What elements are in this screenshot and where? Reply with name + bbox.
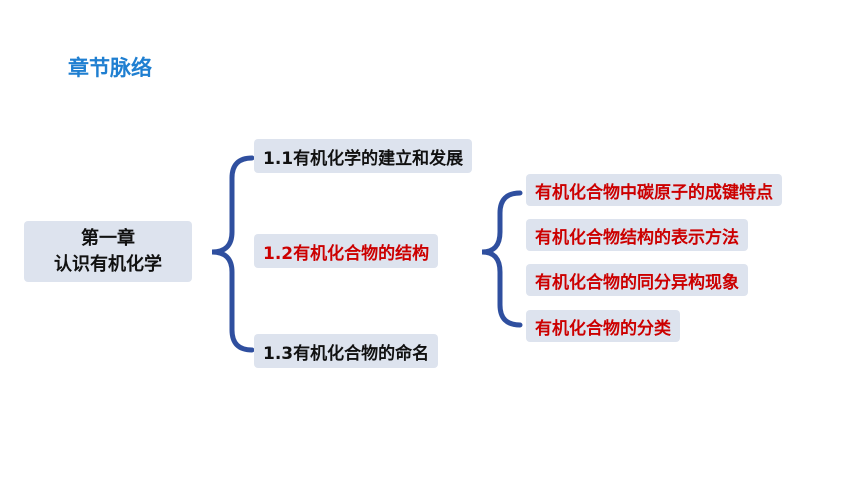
subsection-node-1: 有机化合物中碳原子的成键特点: [526, 174, 782, 206]
section-node-1-3: 1.3有机化合物的命名: [254, 334, 439, 368]
subsection-label: 有机化合物的同分异构现象: [535, 272, 739, 293]
subsection-label: 有机化合物结构的表示方法: [535, 227, 739, 248]
section-label: 1.2有机化合物的结构: [263, 243, 430, 264]
section-node-1-1: 1.1有机化学的建立和发展: [254, 139, 473, 173]
subsection-node-2: 有机化合物结构的表示方法: [526, 219, 748, 251]
subsection-label: 有机化合物中碳原子的成键特点: [535, 182, 773, 203]
section-node-1-2: 1.2有机化合物的结构: [254, 234, 439, 268]
chapter-number: 第一章: [81, 227, 135, 249]
sub-bracket: [481, 190, 523, 328]
page-title: 章节脉络: [68, 56, 152, 80]
section-label: 1.1有机化学的建立和发展: [263, 148, 464, 169]
section-label: 1.3有机化合物的命名: [263, 343, 430, 364]
chapter-root-node: 第一章 认识有机化学: [24, 221, 192, 282]
subsection-label: 有机化合物的分类: [535, 318, 671, 339]
subsection-node-3: 有机化合物的同分异构现象: [526, 264, 748, 296]
main-bracket: [211, 155, 255, 353]
chapter-title: 认识有机化学: [54, 253, 162, 275]
subsection-node-4: 有机化合物的分类: [526, 310, 680, 342]
